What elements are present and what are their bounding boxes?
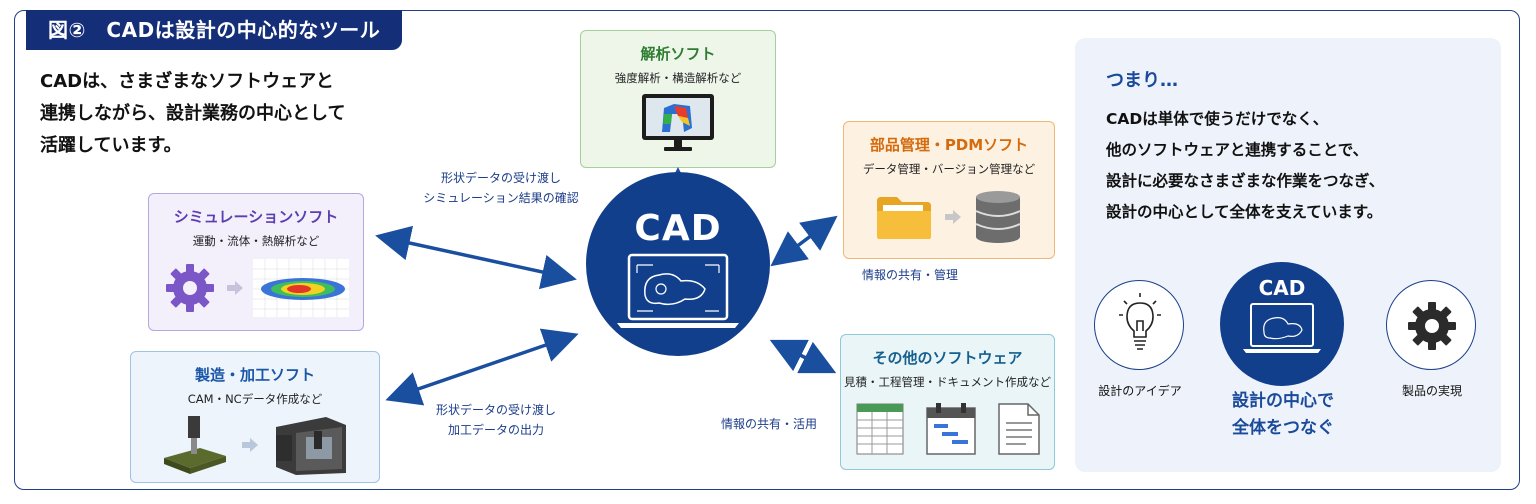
laptop-icon (1243, 303, 1321, 353)
pdm-software-box: 部品管理・PDMソフト データ管理・バージョン管理など (843, 121, 1055, 259)
arrow-pdm (770, 215, 838, 267)
flow-cad-label: CAD (1258, 276, 1306, 300)
spreadsheet-icon (856, 403, 903, 455)
product-circle (1386, 280, 1476, 370)
flow-cad-circle: CAD (1220, 262, 1344, 386)
document-icon (997, 403, 1040, 455)
simulation-software-box: シミュレーションソフト 運動・流体・熱解析など (148, 193, 364, 331)
link-label-pdm: 情報の共有・管理 (861, 268, 958, 282)
cnc-machine-icon (276, 417, 346, 475)
arrow-other (769, 339, 837, 374)
cad-center-label: CAD (634, 208, 722, 249)
monitor-icon (642, 94, 714, 151)
other-software-box: その他のソフトウェア 見積・工程管理・ドキュメント作成など (840, 334, 1055, 470)
arrow-right-icon (242, 438, 258, 452)
database-icon (975, 191, 1021, 243)
lightbulb-icon (1119, 293, 1161, 350)
simulation-sub: 運動・流体・熱解析など (192, 234, 320, 248)
link-label-other: 情報の共有・活用 (720, 417, 817, 431)
calendar-icon (925, 403, 976, 455)
flow-middle-label: 設計の中心で 全体をつなぐ (1232, 391, 1334, 438)
summary-panel (1075, 38, 1501, 472)
cad-center-circle: CAD (586, 172, 770, 356)
link-label-lower-left: 形状データの受け渡し 加工データの出力 (435, 403, 556, 437)
laptop-icon (617, 253, 739, 328)
link-label-upper-left: 形状データの受け渡し シミュレーション結果の確認 (423, 171, 579, 205)
arrow-right-icon (227, 281, 243, 295)
simulation-title: シミュレーションソフト (173, 208, 339, 226)
milling-tool-icon (164, 416, 226, 474)
flow-product-label: 製品の実現 (1401, 384, 1462, 398)
manufacturing-software-box: 製造・加工ソフト CAM・NCデータ作成など (130, 351, 380, 483)
flow-idea-label: 設計のアイデア (1098, 384, 1182, 398)
analysis-title: 解析ソフト (640, 45, 716, 63)
arrow-manufacturing (385, 328, 579, 406)
folder-icon (877, 197, 931, 239)
pdm-sub: データ管理・バージョン管理など (862, 162, 1036, 176)
idea-circle (1094, 280, 1184, 370)
summary-heading: つまり… (1106, 70, 1178, 91)
gear-icon (166, 264, 214, 312)
figure-frame (14, 10, 1520, 490)
analysis-sub: 強度解析・構造解析など (614, 71, 742, 85)
manufacturing-sub: CAM・NCデータ作成など (187, 392, 323, 406)
pdm-title: 部品管理・PDMソフト (869, 136, 1029, 154)
arrow-simulation (375, 225, 577, 290)
manufacturing-title: 製造・加工ソフト (194, 366, 315, 384)
heatmap-icon (253, 259, 349, 317)
analysis-software-box: 解析ソフト 強度解析・構造解析など (580, 30, 776, 168)
arrow-right-icon (945, 210, 961, 224)
other-title: その他のソフトウェア (872, 349, 1023, 367)
other-sub: 見積・工程管理・ドキュメント作成など (844, 375, 1051, 389)
summary-text: CADは単体で使うだけでなく、 他のソフトウェアと連携することで、 設計に必要な… (1106, 110, 1385, 221)
lead-text: CADは、さまざまなソフトウェアと 連携しながら、設計業務の中心として 活躍して… (40, 71, 346, 156)
gear-icon (1408, 302, 1456, 350)
figure-title: 図② CADは設計の中心的なツール (26, 10, 403, 50)
